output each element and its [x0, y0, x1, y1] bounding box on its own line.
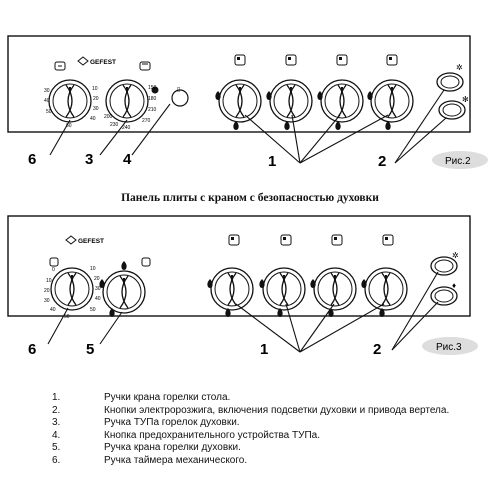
svg-text:10: 10	[46, 278, 52, 284]
svg-text:30: 30	[44, 298, 50, 304]
timer-symbol-icon	[54, 61, 66, 71]
brand-logo: GEFEST	[77, 56, 116, 66]
safety-button[interactable]: ▯	[171, 87, 189, 107]
svg-text:20: 20	[93, 96, 99, 102]
svg-text:20: 20	[94, 276, 100, 282]
svg-text:10: 10	[90, 266, 96, 272]
timer-symbol-icon	[49, 257, 59, 267]
burner-knob[interactable]	[320, 79, 364, 123]
svg-text:30: 30	[93, 106, 99, 112]
callout-numbers: 6 5 1 2	[28, 341, 381, 358]
svg-text:Рис.3: Рис.3	[436, 342, 462, 353]
svg-text:20: 20	[44, 288, 50, 294]
svg-text:180: 180	[148, 96, 157, 102]
oven-light-icon	[151, 86, 159, 94]
svg-text:240: 240	[122, 125, 131, 131]
svg-text:50: 50	[64, 314, 70, 320]
svg-text:40: 40	[50, 307, 56, 313]
oven-symbol-icon	[139, 61, 151, 71]
svg-text:1: 1	[268, 153, 276, 170]
svg-text:50: 50	[90, 307, 96, 313]
oven-burner-knob[interactable]	[102, 270, 146, 314]
svg-text:50: 50	[46, 109, 52, 115]
brand-text: GEFEST	[78, 238, 104, 245]
svg-text:4: 4	[123, 151, 132, 168]
svg-text:5: 5	[86, 341, 94, 358]
spark-icon: ✲	[452, 251, 459, 260]
svg-text:▯: ▯	[177, 87, 180, 93]
legend-item: 2.Кнопки электророзжига, включения подсв…	[52, 404, 450, 416]
timer-dial-labels: 0 10 20 30 40 50 10 20 30 40 50	[44, 266, 101, 320]
svg-text:2: 2	[378, 153, 386, 170]
figure-label-badge: Рис.2	[432, 151, 488, 169]
svg-text:150: 150	[148, 85, 157, 91]
brand-text: GEFEST	[90, 59, 116, 66]
svg-text:30: 30	[95, 286, 101, 292]
timer-dial-labels: 30 40 50 60 10 20 30 40	[44, 86, 99, 129]
fan-icon: ✻	[462, 95, 469, 104]
svg-text:200: 200	[104, 114, 113, 120]
legend-item: 5.Ручка крана горелки духовки.	[52, 442, 241, 454]
svg-text:3: 3	[85, 151, 93, 168]
svg-text:0: 0	[52, 267, 55, 273]
svg-text:1: 1	[260, 341, 268, 358]
figure-label-badge: Рис.3	[422, 337, 478, 355]
flame-icon: ♦	[452, 281, 456, 290]
burner-knob[interactable]	[262, 267, 306, 311]
ignition-button[interactable]	[436, 72, 464, 92]
svg-text:60: 60	[66, 123, 72, 129]
leader-lines	[47, 271, 439, 353]
legend-list: 1.Ручки крана горелки стола. 2.Кнопки эл…	[52, 392, 449, 468]
burner-knob[interactable]	[218, 79, 262, 123]
timer-knob[interactable]	[48, 79, 92, 123]
brand-logo: GEFEST	[65, 235, 104, 245]
legend-item: 3.Ручка ТУПа горелок духовки.	[52, 417, 240, 429]
svg-text:6: 6	[28, 341, 36, 358]
svg-text:2: 2	[373, 341, 381, 358]
callout-numbers: 6 3 4 1 2	[28, 151, 386, 170]
leader-lines	[49, 89, 447, 164]
legend-item: 6.Ручка таймера механического.	[52, 454, 248, 466]
figure-2: GEFEST ▯ 30 40 50 60 10 20 30 40 200 230…	[7, 35, 488, 170]
svg-text:6: 6	[28, 151, 36, 168]
figure-3: GEFEST 0 10 20 30 40 50 10 20 30 40 50	[7, 215, 478, 358]
burner-knob[interactable]	[210, 267, 254, 311]
burner-knob[interactable]	[370, 79, 414, 123]
spark-icon: ✲	[456, 63, 463, 72]
svg-text:40: 40	[90, 116, 96, 122]
burner-knob[interactable]	[364, 267, 408, 311]
oven-symbol-icon	[141, 257, 151, 267]
oven-light-button[interactable]	[438, 100, 466, 120]
oven-dial-labels: 200 230 240 150 180 210 270	[104, 85, 157, 131]
timer-knob[interactable]	[50, 267, 94, 311]
ignition-button[interactable]	[430, 256, 458, 276]
svg-text:270: 270	[142, 118, 151, 124]
legend-item: 1.Ручки крана горелки стола.	[52, 392, 231, 403]
svg-text:210: 210	[148, 107, 157, 113]
svg-text:Рис.2: Рис.2	[445, 156, 471, 167]
svg-text:40: 40	[44, 98, 50, 104]
svg-text:40: 40	[95, 296, 101, 302]
oven-light-button[interactable]	[430, 286, 458, 306]
legend-item: 4.Кнопка предохранительного устройства Т…	[52, 429, 320, 441]
svg-text:10: 10	[92, 86, 98, 92]
svg-text:30: 30	[44, 88, 50, 94]
burner-knob[interactable]	[313, 267, 357, 311]
section-caption: Панель плиты с краном с безопасностью ду…	[121, 192, 379, 204]
svg-text:230: 230	[110, 122, 119, 128]
burner-knob[interactable]	[269, 79, 313, 123]
